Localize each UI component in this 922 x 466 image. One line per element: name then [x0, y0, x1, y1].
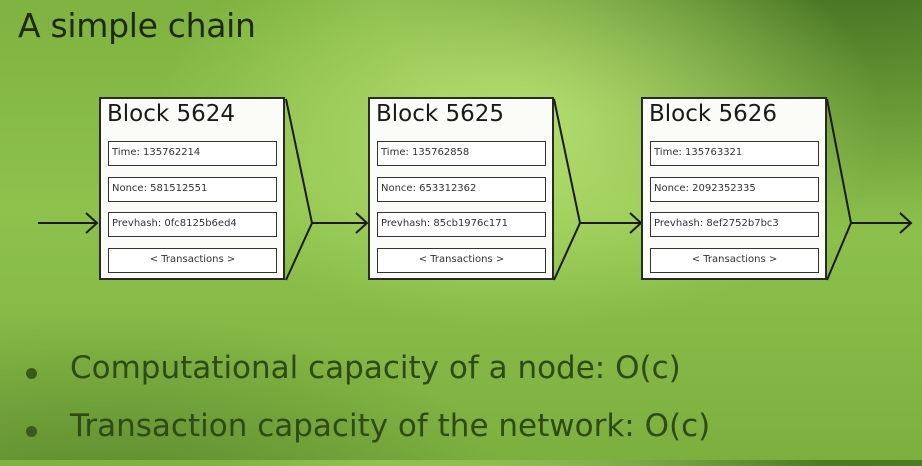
block-pointer-1 [285, 98, 314, 281]
transactions-field: < Transactions > [650, 248, 819, 273]
slide-title: A simple chain [18, 6, 256, 45]
block-5624: Block 5624 Time: 135762214 Nonce: 581512… [99, 97, 285, 280]
prevhash-field: Prevhash: 0fc8125b6ed4 [108, 212, 277, 237]
time-field: Time: 135762214 [108, 141, 277, 166]
transactions-field: < Transactions > [377, 248, 546, 273]
bullet-text: Transaction capacity of the network: O(c… [70, 408, 711, 444]
block-title: Block 5626 [649, 101, 778, 127]
prevhash-field: Prevhash: 8ef2752b7bc3 [650, 212, 819, 237]
block-pointer-2 [553, 98, 582, 281]
transactions-field: < Transactions > [108, 248, 277, 273]
nonce-field: Nonce: 581512551 [108, 177, 277, 202]
prevhash-field: Prevhash: 85cb1976c171 [377, 212, 546, 237]
block-5625: Block 5625 Time: 135762858 Nonce: 653312… [368, 97, 554, 280]
block-title: Block 5624 [107, 101, 236, 127]
block-title: Block 5625 [376, 101, 505, 127]
time-field: Time: 135762858 [377, 141, 546, 166]
block-pointer-3 [826, 98, 853, 281]
nonce-field: Nonce: 2092352335 [650, 177, 819, 202]
block-5626: Block 5626 Time: 135763321 Nonce: 209235… [641, 97, 827, 280]
bullet-dot-icon [26, 368, 37, 379]
bullet-dot-icon [26, 426, 37, 437]
nonce-field: Nonce: 653312362 [377, 177, 546, 202]
bullet-text: Computational capacity of a node: O(c) [70, 350, 681, 386]
time-field: Time: 135763321 [650, 141, 819, 166]
